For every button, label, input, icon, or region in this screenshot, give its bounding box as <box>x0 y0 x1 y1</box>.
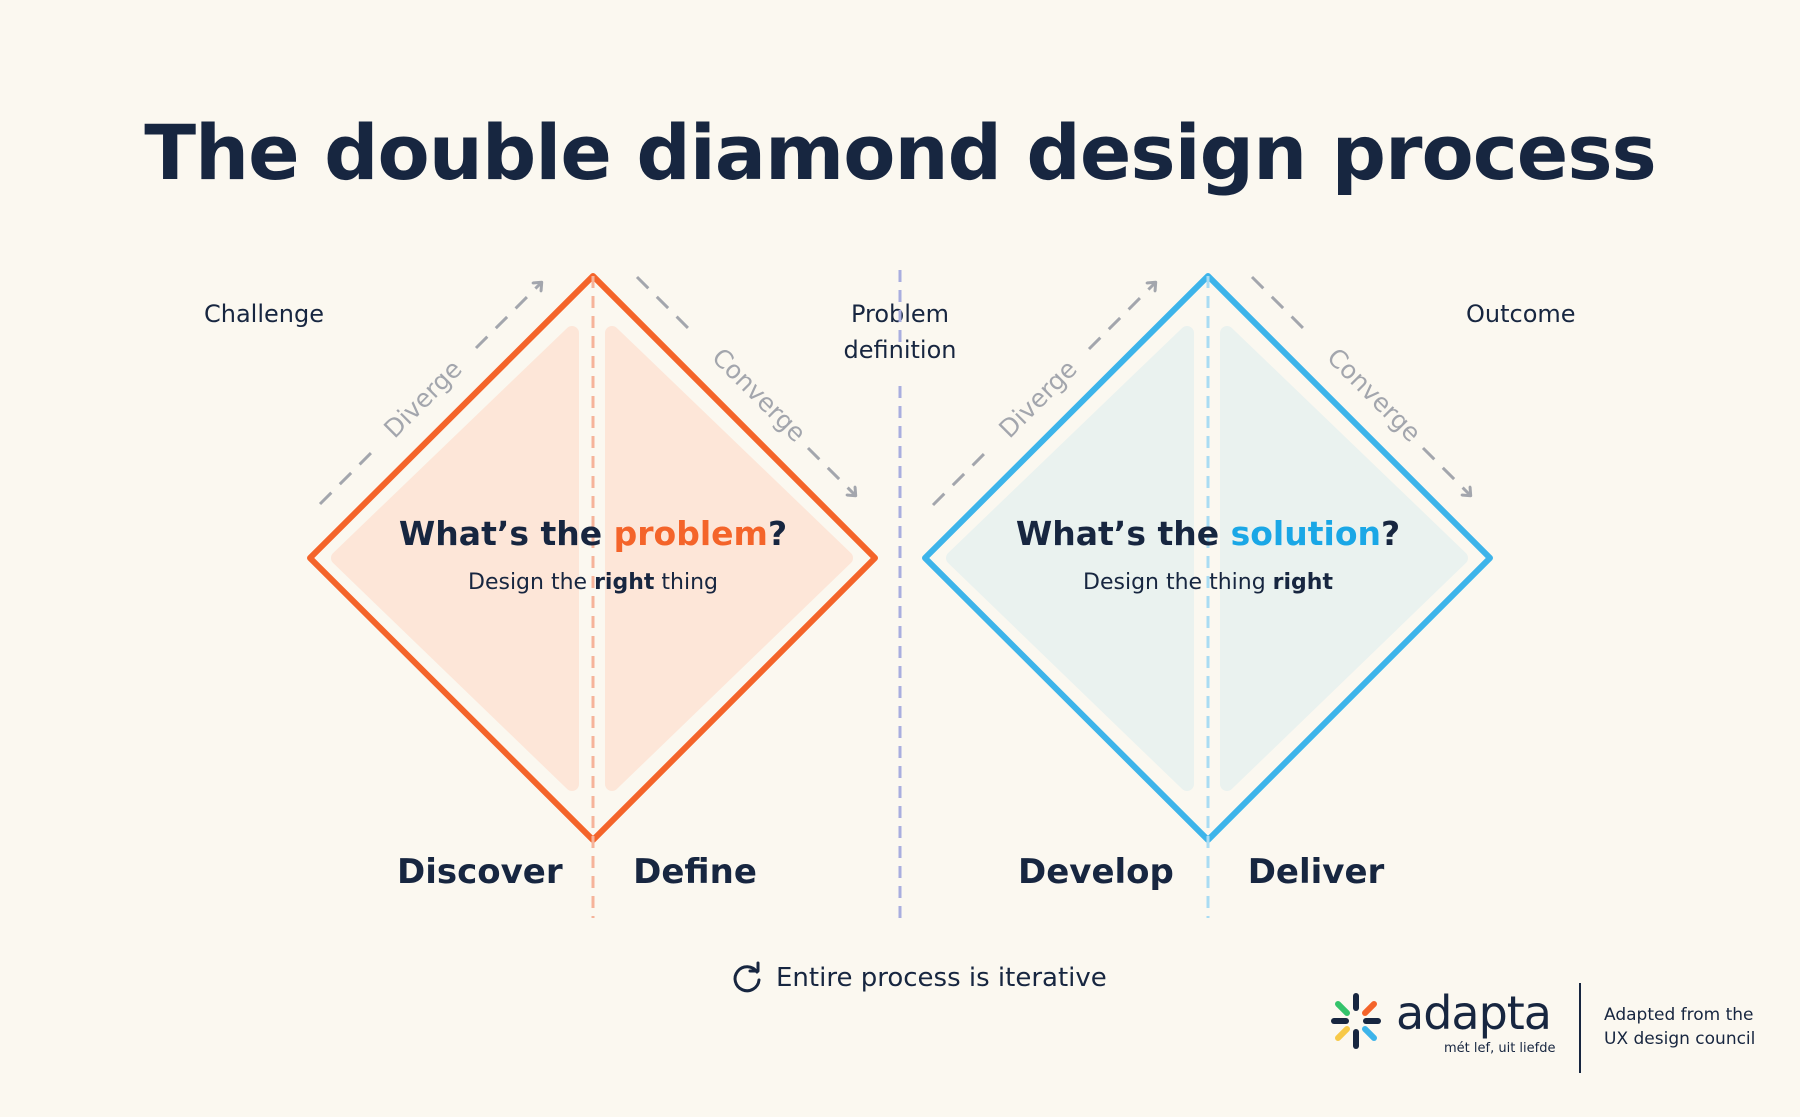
refresh-icon <box>733 961 761 993</box>
diverge-arrow-2-lower <box>931 451 987 507</box>
problem-subline-suffix: thing <box>654 570 718 595</box>
logo-divider <box>1579 983 1581 1073</box>
page-title: The double diamond design process <box>144 108 1657 197</box>
diamond-problem-fill-right <box>605 326 853 791</box>
converge-arrow-1-upper <box>635 275 696 336</box>
solution-question-prefix: What’s the <box>1015 514 1231 553</box>
converge-arrow-2-lower <box>1421 446 1470 495</box>
phase-develop: Develop <box>1018 852 1174 892</box>
diamond-problem-fill-left <box>331 326 579 791</box>
converge-arrow-1-lower <box>806 446 855 495</box>
adapta-tagline: mét lef, uit liefde <box>1444 1041 1556 1056</box>
credit-line2: UX design council <box>1604 1029 1756 1049</box>
solution-question: What’s the solution? <box>1008 514 1408 553</box>
iterative-text: Entire process is iterative <box>776 963 1107 993</box>
diverge-label-1: Diverge <box>378 354 467 443</box>
adapta-logo-word: adapta <box>1396 986 1552 1040</box>
outcome-label: Outcome <box>1466 300 1576 328</box>
credit-line1: Adapted from the <box>1604 1005 1754 1025</box>
phase-define: Define <box>633 852 757 892</box>
phase-deliver: Deliver <box>1247 852 1385 892</box>
problem-subline: Design the right thing <box>393 570 793 595</box>
diamond-problem <box>307 273 878 918</box>
diverge-label-2: Diverge <box>993 354 1082 443</box>
diamond-solution-fill-right <box>1220 326 1468 791</box>
iterative-note: Entire process is iterative <box>730 958 1107 998</box>
problem-subline-bold: right <box>594 570 655 595</box>
solution-question-suffix: ? <box>1380 514 1401 553</box>
diverge-arrow-1-lower <box>318 450 374 506</box>
solution-subline-prefix: Design the thing <box>1083 570 1273 595</box>
solution-subline-bold: right <box>1272 570 1333 595</box>
challenge-label: Challenge <box>204 300 324 328</box>
solution-question-highlight: solution <box>1230 514 1381 553</box>
diamond-solution <box>922 273 1493 918</box>
diverge-arrow-1-upper <box>474 283 541 350</box>
credit-text: Adapted from the UX design council <box>1604 1003 1755 1051</box>
problem-subline-prefix: Design the <box>468 570 595 595</box>
diamond-solution-fill-left <box>946 326 1194 791</box>
problem-question: What’s the problem? <box>393 514 793 553</box>
diverge-arrow-2-upper <box>1087 283 1155 351</box>
problem-question-suffix: ? <box>767 514 788 553</box>
problem-question-highlight: problem <box>613 514 768 553</box>
phase-discover: Discover <box>397 852 563 892</box>
solution-subline: Design the thing right <box>1008 570 1408 595</box>
problem-question-prefix: What’s the <box>398 514 614 553</box>
converge-arrow-2-upper <box>1250 275 1311 336</box>
adapta-logo-mark <box>1328 992 1384 1052</box>
